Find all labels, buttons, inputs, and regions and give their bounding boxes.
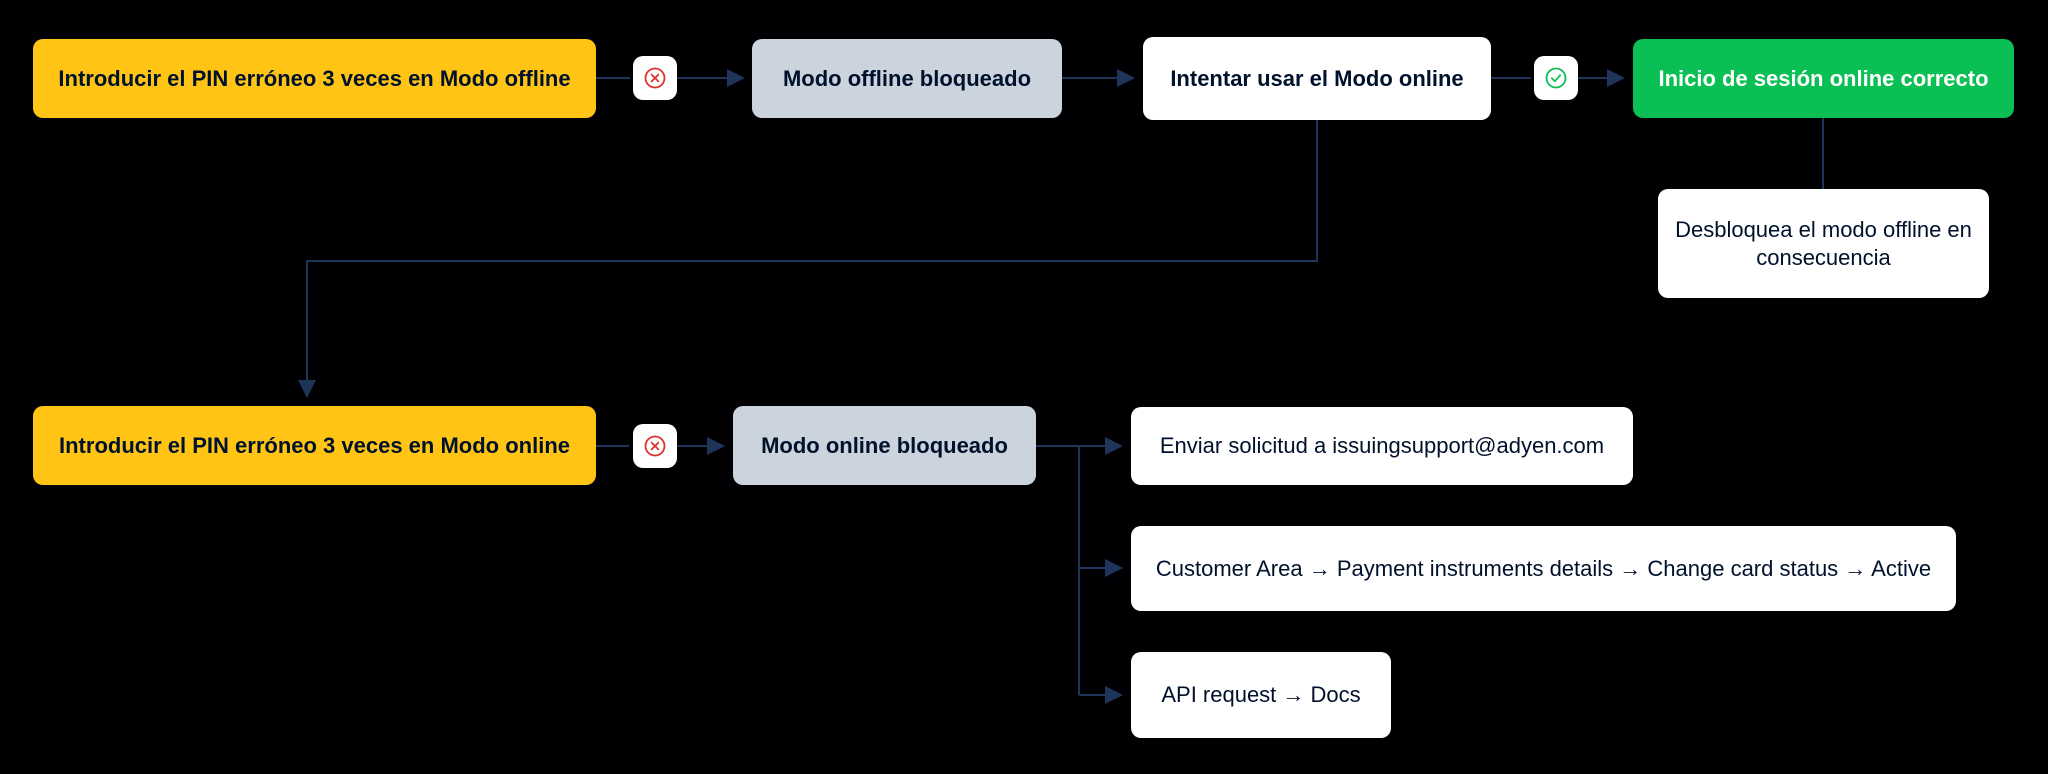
status-badge-error-online [633, 424, 677, 468]
node-label: Introducir el PIN erróneo 3 veces en Mod… [58, 65, 571, 91]
status-badge-success-online [1534, 56, 1578, 100]
node-label: Inicio de sesión online correcto [1658, 65, 1989, 91]
node-api-request: API request → Docs [1131, 652, 1391, 738]
success-check-circle-icon [1545, 67, 1567, 89]
node-try-online: Intentar usar el Modo online [1143, 37, 1491, 120]
error-cross-circle-icon [644, 435, 666, 457]
node-label: Modo online bloqueado [761, 432, 1008, 458]
node-label: Introducir el PIN erróneo 3 veces en Mod… [59, 432, 570, 458]
node-label: Intentar usar el Modo online [1170, 65, 1464, 91]
node-label: API request → Docs [1161, 682, 1361, 708]
edge-try-online-to-pin-online [298, 120, 1318, 398]
node-label: Customer Area → Payment instruments deta… [1155, 555, 1932, 581]
node-support-request: Enviar solicitud a issuingsupport@adyen.… [1131, 407, 1633, 485]
error-cross-circle-icon [644, 67, 666, 89]
node-customer-area-path: Customer Area → Payment instruments deta… [1131, 526, 1956, 611]
node-offline-blocked: Modo offline bloqueado [752, 39, 1062, 118]
node-label: Enviar solicitud a issuingsupport@adyen.… [1159, 433, 1605, 459]
status-badge-error-offline [633, 56, 677, 100]
node-pin-error-online: Introducir el PIN erróneo 3 veces en Mod… [33, 406, 596, 485]
node-pin-error-offline: Introducir el PIN erróneo 3 veces en Mod… [33, 39, 596, 118]
note-unlocks-offline: Desbloquea el modo offline en consecuenc… [1658, 189, 1989, 298]
node-online-blocked: Modo online bloqueado [733, 406, 1036, 485]
note-label: Desbloquea el modo offline en consecuenc… [1675, 217, 1972, 270]
node-label: Modo offline bloqueado [782, 65, 1032, 91]
node-online-login-success: Inicio de sesión online correcto [1633, 39, 2014, 118]
